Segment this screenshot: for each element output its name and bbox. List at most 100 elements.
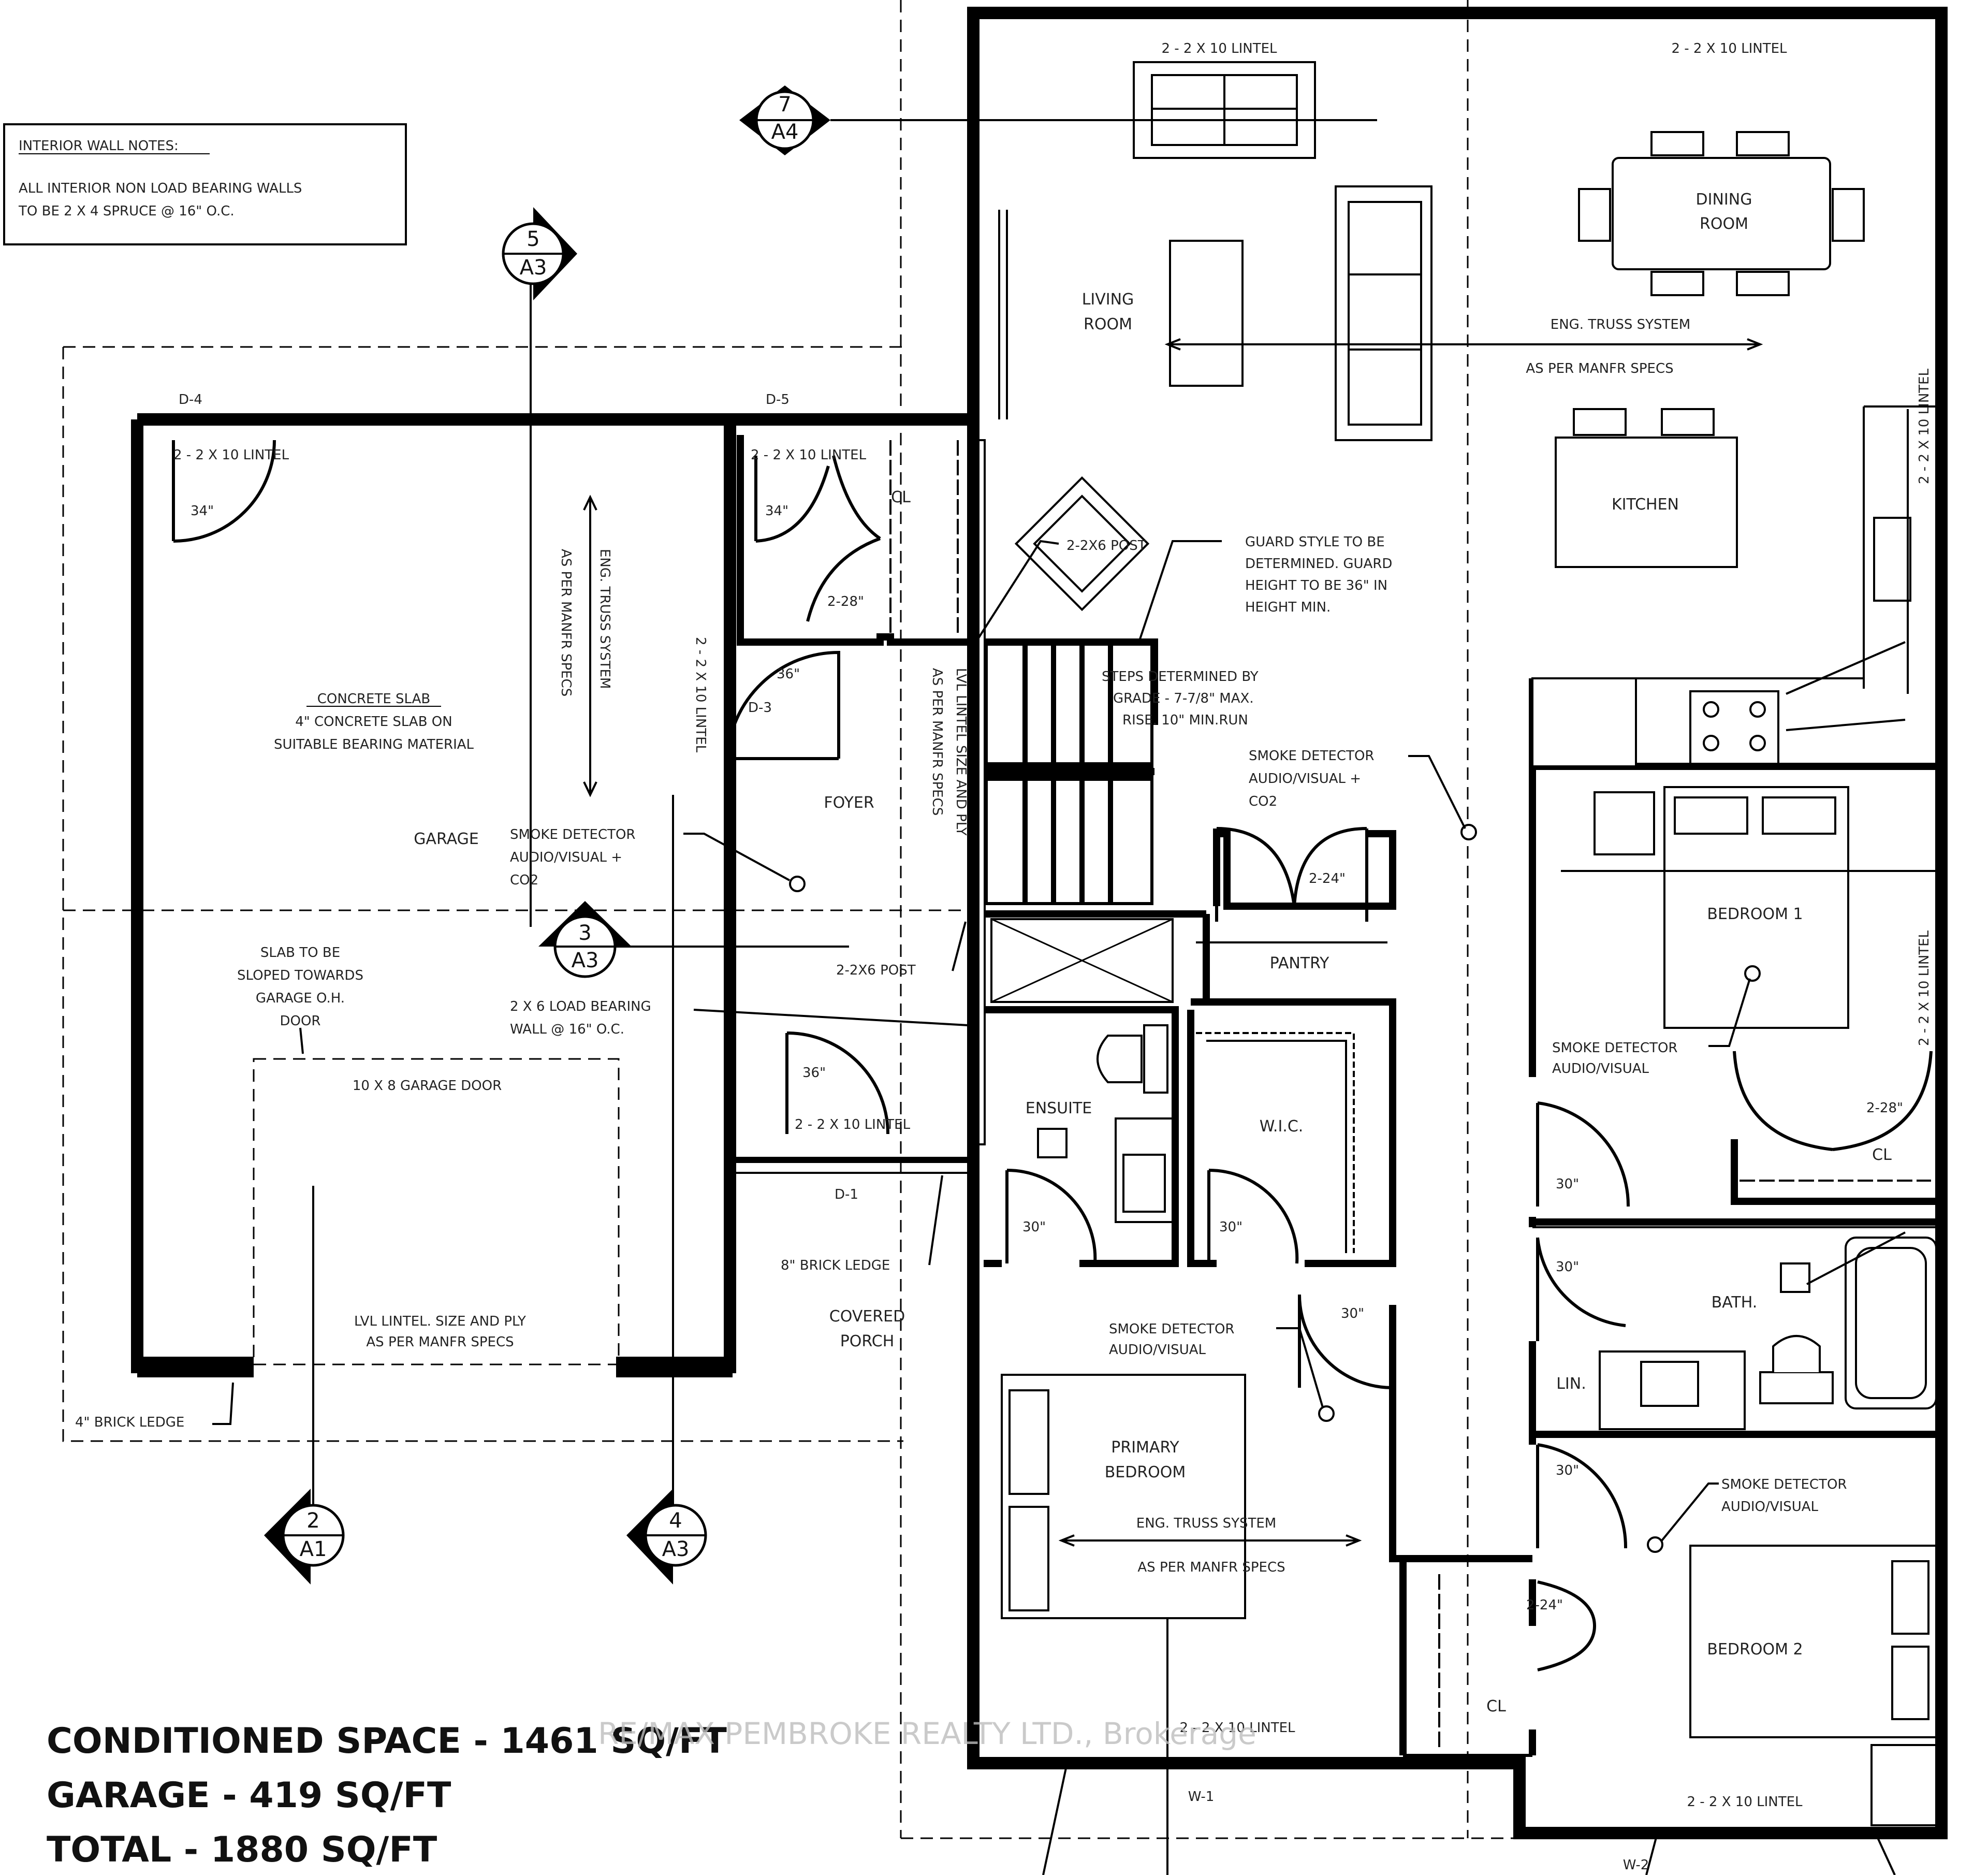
smoke-detectors	[789, 824, 1761, 1553]
slab-2: 4" CONCRETE SLAB ON	[295, 714, 452, 730]
dim-30-bath: 30"	[1556, 1259, 1579, 1275]
dim-228-bed1: 2-28"	[1866, 1100, 1903, 1116]
dim-30-bed1: 30"	[1556, 1176, 1579, 1192]
truss-living-2: AS PER MANFR SPECS	[1526, 361, 1673, 376]
lintel-garage: 2 - 2 X 10 LINTEL	[173, 447, 289, 463]
post-label-foyer: 2-2X6 POST	[836, 963, 916, 978]
window-w1: W-1	[1188, 1789, 1215, 1805]
lintel-vertical-garage: 2 - 2 X 10 LINTEL	[693, 637, 708, 753]
section-marker-2: 2 A1	[264, 1186, 345, 1585]
brick-8: 8" BRICK LEDGE	[781, 1258, 890, 1273]
smoke-living-1: SMOKE DETECTOR	[1249, 748, 1374, 764]
dim-228-foyer: 2-28"	[827, 594, 864, 609]
dim-30-bed2: 30"	[1556, 1463, 1579, 1478]
dim-36-foyer: 36"	[777, 666, 800, 682]
load-wall-1: 2 X 6 LOAD BEARING	[510, 999, 651, 1014]
room-pantry: PANTRY	[1270, 954, 1329, 972]
section-marker-4: 4 A3	[626, 795, 707, 1585]
slope-2: SLOPED TOWARDS	[237, 968, 363, 983]
room-linen: LIN.	[1556, 1375, 1586, 1393]
closet-bedroom-1: CL	[1872, 1146, 1892, 1164]
guard-1: GUARD STYLE TO BE	[1245, 534, 1385, 550]
dim-30-primary: 30"	[1341, 1306, 1364, 1321]
annotations: 2 - 2 X 10 LINTEL 2 - 2 X 10 LINTEL 2 - …	[75, 41, 1932, 1873]
room-bedroom-1: BEDROOM 1	[1707, 905, 1803, 923]
steps-3: RISE. 10" MIN.RUN	[1122, 713, 1248, 728]
brick-4: 4" BRICK LEDGE	[75, 1415, 184, 1430]
room-bedroom-2: BEDROOM 2	[1707, 1640, 1803, 1659]
marker-4-number: 4	[669, 1509, 682, 1533]
notes-heading: INTERIOR WALL NOTES:	[19, 138, 179, 154]
lvl-garage-1: LVL LINTEL. SIZE AND PLY	[354, 1314, 526, 1329]
room-labels: LIVING ROOM DINING ROOM KITCHEN GARAGE F…	[414, 191, 1892, 1716]
load-wall-2: WALL @ 16" O.C.	[510, 1022, 624, 1037]
marker-7-number: 7	[778, 93, 791, 117]
lintel-dining: 2 - 2 X 10 LINTEL	[1671, 41, 1787, 56]
smoke-garage-2: AUDIO/VISUAL +	[510, 850, 622, 865]
room-dining-1: DINING	[1696, 191, 1752, 209]
slope-4: DOOR	[280, 1013, 320, 1029]
dim-224-bed2: 2-24"	[1526, 1597, 1563, 1613]
smoke-living-2: AUDIO/VISUAL +	[1249, 771, 1361, 787]
lintel-vertical-kitchen: 2 - 2 X 10 LINTEL	[1917, 368, 1932, 484]
lintel-living: 2 - 2 X 10 LINTEL	[1161, 41, 1277, 56]
smoke-bed1-2: AUDIO/VISUAL	[1552, 1061, 1649, 1077]
steps-2: GRADE - 7-7/8" MAX.	[1113, 691, 1254, 706]
smoke-bed1-1: SMOKE DETECTOR	[1552, 1040, 1677, 1056]
marker-7-sheet: A4	[771, 120, 799, 144]
smoke-primary-2: AUDIO/VISUAL	[1109, 1342, 1206, 1358]
dim-224-pantry: 2-24"	[1309, 871, 1346, 886]
slab-3: SUITABLE BEARING MATERIAL	[274, 737, 474, 752]
lintel-porch: 2 - 2 X 10 LINTEL	[795, 1117, 911, 1132]
dim-30-ensuite: 30"	[1022, 1219, 1046, 1235]
furniture	[889, 61, 1939, 1826]
slope-3: GARAGE O.H.	[256, 991, 345, 1006]
room-foyer: FOYER	[824, 794, 874, 812]
room-primary-2: BEDROOM	[1105, 1463, 1186, 1481]
smoke-living-3: CO2	[1249, 794, 1277, 809]
dim-36-porch: 36"	[802, 1065, 826, 1081]
marker-5-number: 5	[527, 227, 539, 251]
room-primary-1: PRIMARY	[1111, 1438, 1179, 1457]
section-marker-5: 5 A3	[502, 207, 577, 927]
truss-living-1: ENG. TRUSS SYSTEM	[1551, 317, 1690, 332]
window-w2: W-2	[1623, 1857, 1649, 1873]
door-d3: D-3	[748, 700, 772, 716]
lvl-foyer-2: AS PER MANFR SPECS	[929, 668, 945, 816]
room-bath: BATH.	[1712, 1293, 1758, 1312]
stairs	[972, 439, 1153, 1145]
section-marker-7: 7 A4	[739, 85, 1377, 155]
smoke-bed2-1: SMOKE DETECTOR	[1721, 1477, 1847, 1492]
door-d1: D-1	[835, 1187, 858, 1202]
lintel-vertical-bedroom-1: 2 - 2 X 10 LINTEL	[1917, 930, 1932, 1046]
notes-line-1: ALL INTERIOR NON LOAD BEARING WALLS	[19, 181, 302, 196]
smoke-primary-1: SMOKE DETECTOR	[1109, 1321, 1234, 1337]
lvl-foyer-1: LVL LINTEL SIZE AND PLY	[953, 668, 969, 836]
marker-5-sheet: A3	[520, 256, 547, 280]
leaders	[212, 338, 1936, 1875]
truss-primary-2: AS PER MANFR SPECS	[1137, 1560, 1285, 1575]
lvl-garage-2: AS PER MANFR SPECS	[366, 1334, 514, 1350]
guard-3: HEIGHT TO BE 36" IN	[1245, 578, 1387, 593]
dim-34-foyer: 34"	[765, 503, 788, 519]
marker-4-sheet: A3	[662, 1537, 690, 1561]
closet-foyer: CL	[891, 488, 911, 506]
section-marker-3: 3 A3	[538, 901, 849, 978]
dim-34-garage: 34"	[191, 503, 214, 519]
room-wic: W.I.C.	[1260, 1117, 1304, 1136]
room-porch-1: COVERED	[829, 1307, 905, 1326]
lintel-bottom: 2 - 2 X 10 LINTEL	[1179, 1720, 1295, 1736]
dashed-outlines	[62, 0, 1522, 1839]
room-ensuite: ENSUITE	[1026, 1099, 1092, 1117]
summary-garage: GARAGE - 419 SQ/FT	[47, 1775, 451, 1816]
truss-garage-2: AS PER MANFR SPECS	[558, 549, 574, 696]
door-d5: D-5	[766, 392, 790, 408]
summary-conditioned: CONDITIONED SPACE - 1461 SQ/FT	[47, 1721, 727, 1762]
marker-3-sheet: A3	[572, 949, 599, 972]
notes-line-2: TO BE 2 X 4 SPRUCE @ 16" O.C.	[18, 204, 235, 219]
slope-1: SLAB TO BE	[260, 945, 340, 961]
watermark: RE/MAX PEMBROKE REALTY LTD., Brokerage	[598, 1716, 1256, 1751]
room-living-1: LIVING	[1082, 290, 1134, 309]
smoke-garage-1: SMOKE DETECTOR	[510, 827, 635, 842]
closet-bedroom-2: CL	[1486, 1697, 1506, 1716]
